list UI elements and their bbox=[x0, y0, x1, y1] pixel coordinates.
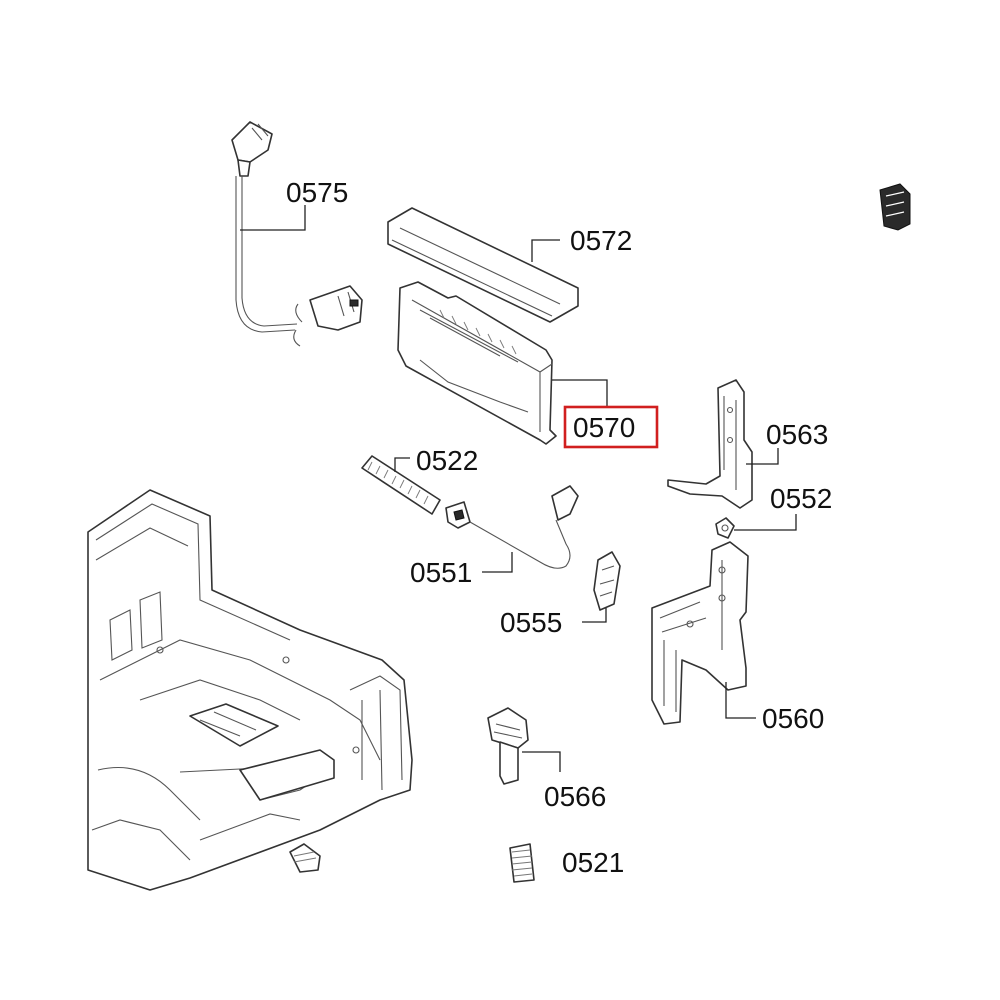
leader-0522 bbox=[394, 457, 410, 472]
label-0521: 0521 bbox=[562, 847, 624, 878]
label-0522: 0522 bbox=[416, 445, 478, 476]
label-0552: 0552 bbox=[770, 483, 832, 514]
part-0572-cover-strip bbox=[387, 207, 579, 323]
part-0566-sensor bbox=[487, 707, 529, 785]
base-frame-assembly bbox=[87, 489, 413, 891]
part-0570-control-housing bbox=[397, 281, 557, 445]
part-0563-hinge-bracket bbox=[667, 379, 753, 509]
label-0572: 0572 bbox=[570, 225, 632, 256]
leader-0570 bbox=[552, 379, 608, 408]
part-0521-spring bbox=[509, 843, 535, 883]
part-thumbnail-icon bbox=[879, 183, 911, 231]
leader-0572 bbox=[531, 239, 560, 262]
label-0551: 0551 bbox=[410, 557, 472, 588]
leader-0566 bbox=[522, 751, 561, 772]
label-0575: 0575 bbox=[286, 177, 348, 208]
leader-0560 bbox=[725, 682, 756, 719]
leader-0551 bbox=[482, 552, 513, 573]
label-0563: 0563 bbox=[766, 419, 828, 450]
highlight-box-0570 bbox=[563, 405, 659, 449]
part-0552-clip bbox=[715, 517, 735, 539]
part-0575-power-cord bbox=[231, 121, 363, 347]
label-0560: 0560 bbox=[762, 703, 824, 734]
part-0551-door-sensor bbox=[445, 485, 579, 569]
label-0570: 0570 bbox=[573, 412, 635, 443]
leader-0575 bbox=[240, 205, 306, 231]
part-0555-switch bbox=[593, 551, 621, 611]
part-0560-side-bracket bbox=[651, 541, 749, 725]
label-0555: 0555 bbox=[500, 607, 562, 638]
leader-0555 bbox=[582, 608, 607, 623]
leader-0552 bbox=[734, 514, 797, 531]
leader-0563 bbox=[746, 448, 779, 465]
label-0566: 0566 bbox=[544, 781, 606, 812]
part-0522-spring bbox=[361, 455, 441, 515]
